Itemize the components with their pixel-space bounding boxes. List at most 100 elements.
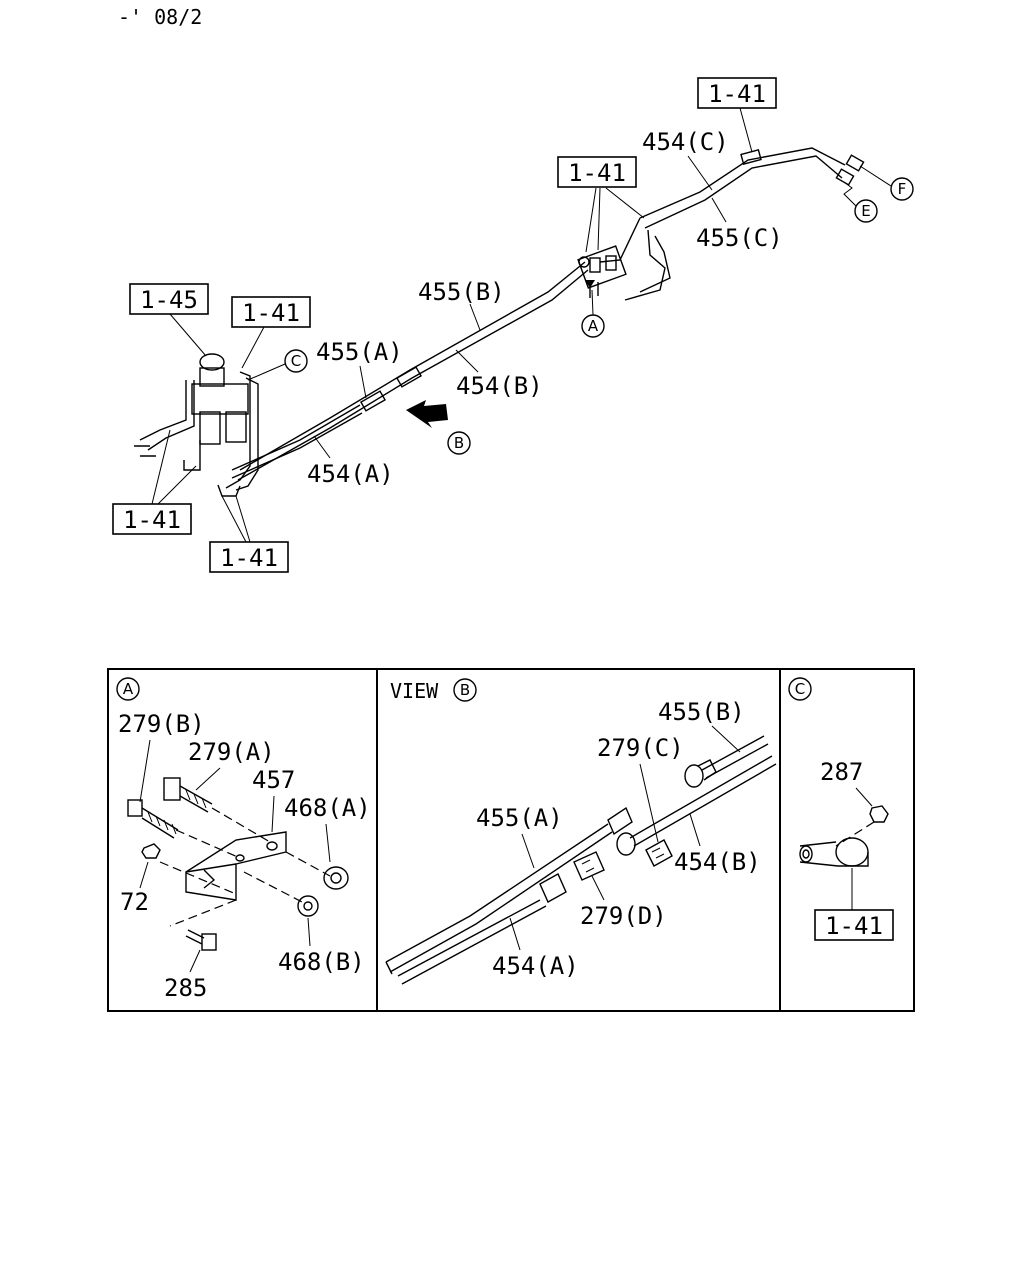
view-pipe-454-a (397, 899, 547, 985)
nut-72 (141, 843, 161, 859)
view-b-panel: VIEW B 455(B) 279( (385, 678, 777, 985)
label-285: 285 (164, 974, 207, 1002)
view-leader-455-b (711, 725, 741, 753)
label-468-a: 468(A) (284, 794, 371, 822)
view-b-marker-text: B (460, 681, 470, 699)
fitting-f (845, 154, 865, 172)
ref-1-41-top: 1-41 (708, 80, 766, 108)
flare-nut-455-a (607, 806, 633, 836)
marker-c (284, 349, 308, 373)
label-454-c: 454(C) (642, 128, 729, 156)
ref-box-mid (557, 156, 637, 188)
leader-457 (271, 795, 275, 833)
leader-bottom-left (151, 429, 197, 505)
ref-1-41-bottom-left: 1-41 (123, 506, 181, 534)
union-279-d (573, 851, 605, 881)
detail-a-panel: A 279(B) 279(A) 457 468(A) 72 285 468(B) (116, 677, 371, 1002)
view-pipe-end (385, 961, 393, 975)
label-72: 72 (120, 888, 149, 916)
view-label-279-c: 279(C) (597, 734, 684, 762)
detail-panels-frame (107, 668, 915, 1012)
joint-c (740, 148, 762, 166)
leader-455-c (711, 197, 727, 223)
leader-1-45 (169, 313, 207, 357)
detail-c-panel: C 287 1-41 (788, 677, 894, 941)
washer-468-a-hole (330, 872, 342, 884)
stud-279-a (163, 777, 213, 813)
label-279-b: 279(B) (118, 710, 205, 738)
pipe-link-2 (624, 229, 666, 301)
label-454-b: 454(B) (456, 372, 543, 400)
marker-f-text: F (898, 180, 907, 198)
ref-box-detail-c (814, 909, 894, 941)
nut-287 (869, 805, 889, 823)
bolt-285 (185, 929, 217, 951)
label-455-c: 455(C) (696, 224, 783, 252)
leader-468-b (307, 917, 311, 947)
leader-e (843, 181, 857, 207)
clip-1-41 (799, 837, 869, 867)
label-279-a: 279(A) (188, 738, 275, 766)
leader-279-a (195, 767, 221, 791)
leader-287 (855, 787, 873, 807)
leader-455-a (359, 365, 367, 399)
label-455-a: 455(A) (316, 338, 403, 366)
leader-mid-ref (585, 187, 645, 253)
leader-a (591, 289, 594, 316)
leader-454-c (687, 155, 713, 191)
pipe-455-c (644, 155, 843, 229)
view-label-454-b: 454(B) (674, 848, 761, 876)
leader-454-b (455, 349, 479, 373)
junction-block (577, 245, 627, 298)
view-pipe-455-b (701, 735, 769, 779)
leader-468-a (325, 823, 331, 863)
pipe-455-a (231, 412, 363, 479)
assembly-dash-lines (159, 807, 331, 927)
pipe-455-b (237, 269, 589, 481)
flare-nut-454-a (539, 873, 567, 903)
pipe-454-c (639, 147, 846, 219)
leader-clip-ref (241, 326, 265, 369)
marker-a-text: A (588, 317, 599, 335)
marker-f (890, 177, 914, 201)
label-454-a: 454(A) (307, 460, 394, 488)
view-b-marker (453, 678, 477, 702)
bracket-457 (185, 831, 287, 901)
marker-b (447, 431, 471, 455)
view-b-arrow (406, 400, 448, 428)
pipe-link-3 (639, 235, 671, 293)
ref-1-41-clip-c: 1-41 (242, 299, 300, 327)
ref-1-41-mid: 1-41 (568, 159, 626, 187)
view-leader-455-a (521, 833, 535, 869)
ref-box-1-45 (129, 283, 209, 315)
view-leader-279-c (639, 763, 659, 843)
view-b-title: VIEW (390, 679, 439, 703)
label-287: 287 (820, 758, 863, 786)
leader-top-ref (739, 107, 753, 153)
ref-detail-c: 1-41 (825, 912, 883, 940)
view-leader-454-b (689, 813, 701, 847)
leader-455-b (469, 303, 481, 331)
marker-e (854, 199, 878, 223)
leader-bottom-mid (221, 495, 251, 543)
washer-468-a (323, 866, 349, 890)
marker-b-text: B (454, 434, 464, 452)
ref-1-45: 1-45 (140, 286, 198, 314)
ref-box-clip (231, 296, 311, 328)
diagram-code: -' 08/2 (118, 5, 202, 29)
pipe-454-a (231, 404, 361, 471)
detail-a-marker-text: A (123, 680, 134, 698)
ref-box-bottom-mid (209, 541, 289, 573)
ref-1-41-bottom-mid: 1-41 (220, 544, 278, 572)
view-leader-279-d (591, 875, 605, 901)
leader-279-b (139, 739, 151, 803)
flare-nut-455-b (684, 759, 717, 788)
view-label-455-a: 455(A) (476, 804, 563, 832)
stud-279-b (127, 799, 179, 839)
main-illustration: 1-41 1-41 1-45 1-41 1-41 1-41 454(C) 455… (112, 77, 914, 573)
detail-c-marker-text: C (795, 680, 805, 698)
marker-e-text: E (861, 202, 870, 220)
view-label-455-b: 455(B) (658, 698, 745, 726)
